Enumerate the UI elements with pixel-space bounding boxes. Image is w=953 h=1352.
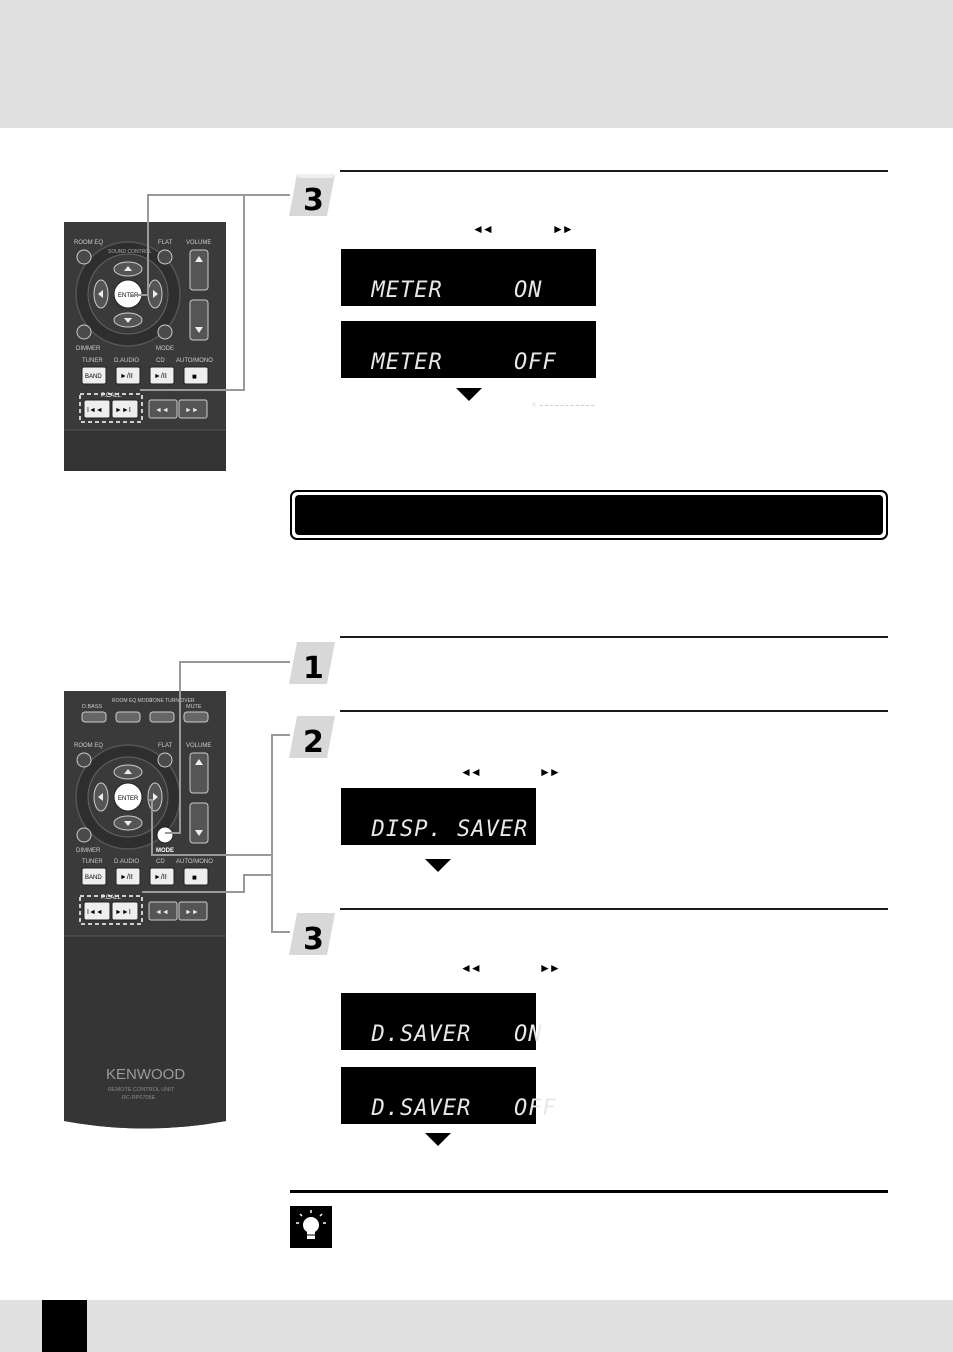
label-auto-mono: AUTO/MONO bbox=[176, 358, 213, 364]
step-rule-1 bbox=[340, 636, 888, 638]
step-number: 2 bbox=[303, 725, 324, 760]
lcd-dsaver-off: D.SAVER OFF bbox=[341, 1067, 556, 1124]
dvd-play-pause-button[interactable]: ►/II bbox=[120, 373, 133, 380]
label-flat: FLAT bbox=[158, 240, 173, 246]
label-mute: MUTE bbox=[186, 704, 202, 710]
ff-button[interactable]: ►► bbox=[185, 909, 199, 916]
cd-play-pause-button[interactable]: ►/II bbox=[154, 874, 167, 881]
lightbulb-icon bbox=[290, 1206, 332, 1248]
label-tone-turn-over: TONE TURN OVER bbox=[150, 698, 195, 704]
lcd-text: METER ON bbox=[371, 278, 543, 303]
rew-arrows: ◄◄ bbox=[460, 765, 482, 779]
lcd-meter-off: METER OFF bbox=[341, 321, 596, 378]
step-rule-2 bbox=[340, 710, 888, 712]
lcd-disp-saver: DISP. SAVER bbox=[341, 788, 536, 845]
label-tuner: TUNER bbox=[82, 358, 103, 364]
step-number: 1 bbox=[303, 651, 324, 686]
next-button[interactable]: ►►I bbox=[115, 407, 131, 414]
rew-arrows: ◄◄ bbox=[472, 222, 494, 236]
label-p-call: P.CALL bbox=[101, 393, 122, 399]
rew-button[interactable]: ◄◄ bbox=[155, 909, 169, 916]
lcd-meter-on: METER ON L R bbox=[341, 249, 596, 409]
triangle-down-icon bbox=[425, 859, 451, 872]
label-auto-mono: AUTO/MONO bbox=[176, 859, 213, 865]
stop-button[interactable]: ■ bbox=[192, 873, 197, 882]
prev-button[interactable]: I◄◄ bbox=[87, 909, 103, 916]
step-number: 3 bbox=[303, 922, 324, 957]
band-button[interactable]: BAND bbox=[85, 875, 102, 881]
step-badge-2: 2 bbox=[289, 714, 335, 760]
lcd-text: METER OFF bbox=[371, 350, 557, 375]
label-d-audio: D.AUDIO bbox=[114, 358, 139, 364]
mode-button-label[interactable]: MODE bbox=[156, 848, 174, 854]
label-dimmer: DIMMER bbox=[76, 848, 101, 854]
label-mode: MODE bbox=[156, 346, 174, 352]
meter-r-label: R bbox=[532, 402, 538, 409]
label-d-audio: D.AUDIO bbox=[114, 859, 139, 865]
step-number: 3 bbox=[303, 183, 324, 218]
enter-button-label[interactable]: ENTER bbox=[118, 293, 139, 299]
label-room-eq: ROOM EQ bbox=[74, 240, 103, 246]
rew-arrows: ◄◄ bbox=[460, 961, 482, 975]
label-tuner: TUNER bbox=[82, 859, 103, 865]
rew-button[interactable]: ◄◄ bbox=[155, 407, 169, 414]
ff-arrows: ►► bbox=[552, 222, 574, 236]
remote-control-bottom: D.BASS ROOM EQ MODE TONE TURN OVER MUTE … bbox=[64, 691, 226, 1131]
step-badge-top: 3 bbox=[289, 172, 335, 218]
label-volume: VOLUME bbox=[186, 240, 211, 246]
next-button[interactable]: ►►I bbox=[115, 909, 131, 916]
prev-button[interactable]: I◄◄ bbox=[87, 407, 103, 414]
step-rule-3 bbox=[340, 908, 888, 910]
stop-button[interactable]: ■ bbox=[192, 372, 197, 381]
label-sound-control: SOUND CONTROL bbox=[108, 249, 152, 255]
label-room-eq-mode: ROOM EQ MODE bbox=[112, 698, 153, 704]
header-band bbox=[0, 0, 953, 128]
label-cd: CD bbox=[156, 358, 165, 364]
label-flat: FLAT bbox=[158, 743, 173, 749]
cd-play-pause-button[interactable]: ►/II bbox=[154, 373, 167, 380]
section-heading-bar bbox=[290, 490, 888, 540]
label-d-bass: D.BASS bbox=[82, 704, 103, 710]
triangle-down-icon bbox=[425, 1133, 451, 1146]
step-badge-1: 1 bbox=[289, 640, 335, 686]
lcd-text: D.SAVER ON bbox=[371, 1022, 543, 1047]
remote-model-label: RC-RP0705E bbox=[122, 1095, 156, 1101]
lcd-text: DISP. SAVER bbox=[371, 817, 529, 842]
label-room-eq: ROOM EQ bbox=[74, 743, 103, 749]
label-volume: VOLUME bbox=[186, 743, 211, 749]
ff-button[interactable]: ►► bbox=[185, 407, 199, 414]
step-badge-3: 3 bbox=[289, 911, 335, 957]
brand-logo: KENWOOD bbox=[106, 1066, 185, 1083]
ff-arrows: ►► bbox=[539, 961, 561, 975]
footer-band bbox=[0, 1300, 953, 1352]
label-dimmer: DIMMER bbox=[76, 346, 101, 352]
page-number-tab bbox=[42, 1300, 87, 1352]
dvd-play-pause-button[interactable]: ►/II bbox=[120, 874, 133, 881]
lcd-text: D.SAVER OFF bbox=[371, 1096, 557, 1121]
band-button[interactable]: BAND bbox=[85, 374, 102, 380]
remote-unit-label: REMOTE CONTROL UNIT bbox=[108, 1087, 175, 1093]
connector-lines-bottom bbox=[142, 661, 290, 933]
connector-lines-top bbox=[130, 194, 290, 391]
ff-arrows: ►► bbox=[539, 765, 561, 779]
lcd-dsaver-on: D.SAVER ON bbox=[341, 993, 541, 1050]
triangle-down-icon bbox=[456, 388, 482, 401]
label-cd: CD bbox=[156, 859, 165, 865]
tip-rule bbox=[290, 1190, 888, 1193]
step-rule-top bbox=[340, 170, 888, 172]
label-p-call: P.CALL bbox=[101, 895, 122, 901]
enter-button-label[interactable]: ENTER bbox=[118, 796, 139, 802]
